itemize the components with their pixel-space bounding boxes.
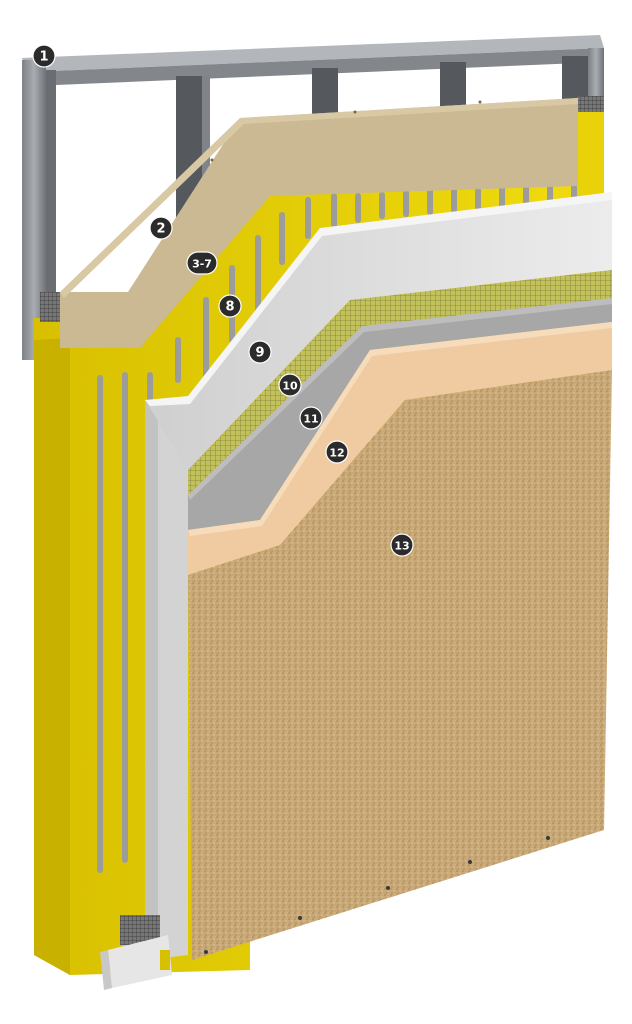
foam-board (145, 192, 612, 960)
callout-12: 12 (325, 440, 349, 464)
primer-coat (188, 322, 612, 575)
reinforcement-mesh (188, 270, 612, 495)
sheathing-board (60, 98, 578, 348)
base-profile (100, 915, 172, 990)
callout-8: 8 (218, 294, 242, 318)
callout-label: 11 (303, 413, 318, 426)
callout-label: 8 (225, 300, 234, 315)
callout-9: 9 (248, 340, 272, 364)
callout-badge-shape (248, 340, 272, 364)
callout-label: 2 (156, 222, 165, 237)
callout-3-7: 3-7 (186, 251, 218, 275)
callout-label: 9 (255, 346, 264, 361)
callout-badge-shape (186, 251, 218, 275)
callout-1: 1 (32, 44, 56, 68)
callout-badge-shape (325, 440, 349, 464)
callout-label: 3-7 (192, 258, 212, 271)
callout-label: 12 (329, 447, 344, 460)
callout-11: 11 (299, 406, 323, 430)
callout-badge-shape (278, 373, 302, 397)
base-coat (188, 298, 612, 530)
callout-badge-shape (149, 216, 173, 240)
callout-label: 13 (394, 540, 409, 553)
callout-2: 2 (149, 216, 173, 240)
callout-label: 10 (282, 380, 298, 393)
callout-13: 13 (390, 533, 414, 557)
callout-10: 10 (278, 373, 302, 397)
callout-badge-shape (32, 44, 56, 68)
callout-badge-shape (218, 294, 242, 318)
callout-badge-shape (299, 406, 323, 430)
callout-badge-shape (390, 533, 414, 557)
callout-label: 1 (39, 50, 48, 65)
finish-plaster (188, 370, 612, 960)
